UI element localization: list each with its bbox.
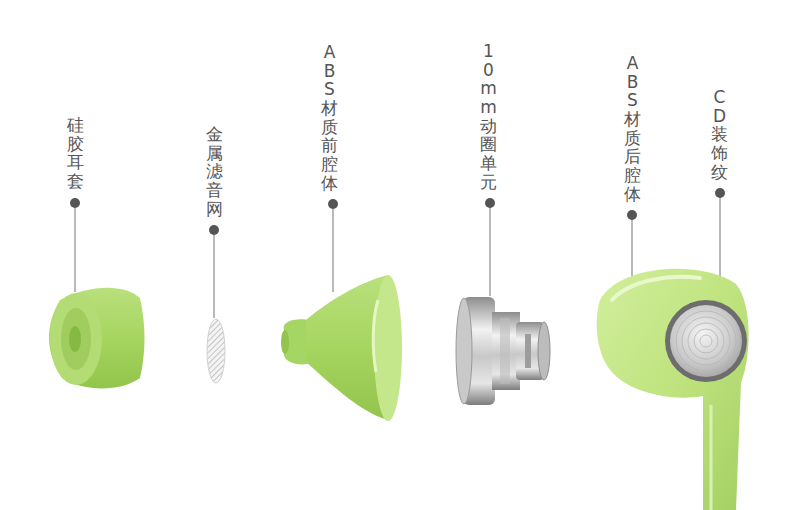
part-label: 硅胶耳套 xyxy=(67,116,84,191)
ear-tip xyxy=(49,288,145,389)
part-label: CD装饰纹 xyxy=(711,88,728,181)
part-label: ABS材质后腔体 xyxy=(624,54,641,204)
cd-disc xyxy=(665,300,747,382)
front-cavity xyxy=(281,275,402,421)
part-label: ABS材质前腔体 xyxy=(321,43,338,193)
part-label: 金属滤音网 xyxy=(206,125,223,218)
part-label: 10mm动圈单元 xyxy=(480,42,497,192)
filter-mesh xyxy=(207,319,225,383)
driver-unit xyxy=(456,297,550,405)
back-cavity xyxy=(597,269,749,510)
